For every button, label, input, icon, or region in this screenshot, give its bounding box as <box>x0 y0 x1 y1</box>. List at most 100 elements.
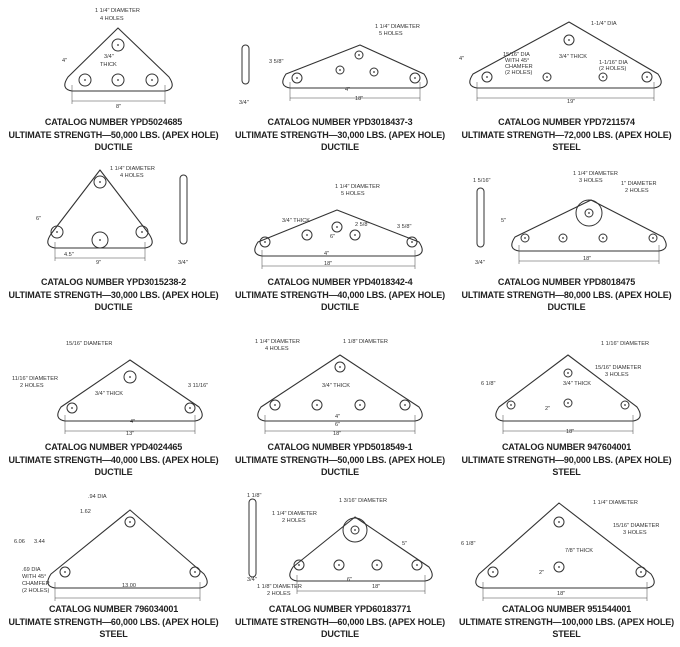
hole <box>124 516 136 528</box>
hole <box>354 399 366 411</box>
hole <box>563 398 573 408</box>
dimension-label: 8" <box>116 104 121 110</box>
dimension-label: 6" <box>335 422 340 428</box>
dimension-label: 9" <box>96 260 101 266</box>
hole-center <box>298 564 300 566</box>
dimension-label: 2 HOLES <box>625 188 649 194</box>
dimension-label: 6 1/8" <box>481 381 495 387</box>
material: DUCTILE <box>94 142 133 152</box>
dimension-label: 18" <box>324 261 332 267</box>
material: DUCTILE <box>321 302 359 312</box>
hole-center <box>558 521 560 523</box>
dimension-label: 3.44 <box>34 539 45 545</box>
hole <box>399 399 411 411</box>
dimension-label: 18" <box>566 429 574 435</box>
hole-center <box>64 571 66 573</box>
hole-center <box>562 237 564 239</box>
hole-center <box>602 76 604 78</box>
material: DUCTILE <box>547 302 586 312</box>
hole-center <box>411 241 413 243</box>
dimension-label: 4" <box>459 56 464 62</box>
dimension-label: 18" <box>372 584 380 590</box>
dimension-label: 19" <box>567 99 575 105</box>
hole-center <box>646 76 648 78</box>
dimension-label: 3/4" THICK <box>563 381 591 387</box>
ultimate-strength: ULTIMATE STRENGTH—72,000 LBS. (APEX HOLE… <box>461 129 672 140</box>
hole-center <box>602 237 604 239</box>
hole-center <box>306 234 308 236</box>
dimension-label: 15/16" DIA <box>503 52 530 58</box>
dimension-label: 1 1/4" DIAMETER <box>335 184 380 190</box>
dimension-label: .69 DIA <box>22 567 41 573</box>
catalog-number: CATALOG NUMBER YPD4024465 <box>44 442 183 452</box>
hole-center <box>624 404 626 406</box>
hole <box>189 566 201 578</box>
hole <box>331 221 343 233</box>
hole-center <box>99 239 101 241</box>
dimension-label: 6" <box>347 577 352 583</box>
hole-center <box>71 407 73 409</box>
dimension-label: 1" DIAMETER <box>621 181 657 187</box>
hole <box>598 233 608 243</box>
hole <box>542 72 552 82</box>
dimension-label: 6 1/8" <box>461 541 475 547</box>
dimension-label: WITH 45° <box>505 58 529 64</box>
dimension-label: 15/16" DIAMETER <box>66 341 112 347</box>
hole <box>349 229 361 241</box>
hole <box>93 175 107 189</box>
hole-center <box>492 571 494 573</box>
dimension-label: 1 1/8" DIAMETER <box>257 584 302 590</box>
hole <box>50 225 64 239</box>
plate-outline <box>475 502 655 589</box>
hole <box>334 361 346 373</box>
dimension-label: 4 HOLES <box>265 346 289 352</box>
dimension-label: 3 HOLES <box>579 178 603 184</box>
ultimate-strength: ULTIMATE STRENGTH—30,000 LBS. (APEX HOLE… <box>234 129 446 140</box>
hole <box>620 400 630 410</box>
hole-center <box>376 564 378 566</box>
ultimate-strength: ULTIMATE STRENGTH—80,000 LBS. (APEX HOLE… <box>461 289 672 300</box>
hole <box>481 71 493 83</box>
hole <box>311 399 323 411</box>
dimension-label: 5" <box>501 218 506 224</box>
dimension-label: 18" <box>557 591 565 597</box>
hole-center <box>358 54 360 56</box>
ultimate-strength: ULTIMATE STRENGTH—90,000 LBS. (APEX HOLE… <box>461 454 672 465</box>
material: DUCTILE <box>94 302 133 312</box>
dimension-label: 1-1/4" DIA <box>591 21 617 27</box>
dimension-label: 15/16" DIAMETER <box>613 523 659 529</box>
catalog-number: CATALOG NUMBER YPD5018549-1 <box>267 442 413 452</box>
hole <box>584 208 594 218</box>
dimension-label: 2 5/8" <box>355 222 369 228</box>
dimension-label: 7/8" THICK <box>565 548 593 554</box>
dimension-label: (2 HOLES) <box>599 66 626 72</box>
dimension-label: 4" <box>345 87 350 93</box>
material: DUCTILE <box>321 467 359 477</box>
hole <box>553 561 565 573</box>
dimension-label: 4 HOLES <box>100 16 124 22</box>
hole <box>506 400 516 410</box>
plate-outline <box>511 199 667 252</box>
hole-center <box>567 402 569 404</box>
plate-outline <box>47 509 208 589</box>
hole-center <box>652 237 654 239</box>
dimension-label: 13.00 <box>122 583 136 589</box>
hole-center <box>567 372 569 374</box>
hole <box>123 370 137 384</box>
dimension-label: 3/4" <box>178 260 188 266</box>
